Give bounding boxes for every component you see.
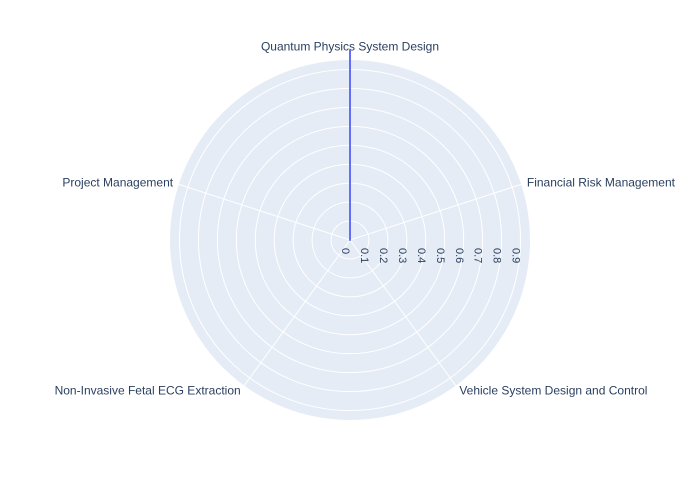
radial-tick-label: 0.2: [377, 248, 389, 263]
angular-gridline: [349, 183, 522, 241]
category-label: Project Management: [62, 176, 173, 190]
radial-tick-label: 0: [339, 248, 351, 254]
radial-tick-label: 0.5: [434, 248, 446, 263]
category-label: Financial Risk Management: [527, 176, 676, 190]
category-label: Non-Invasive Fetal ECG Extraction: [55, 384, 241, 398]
category-label: Quantum Physics System Design: [261, 39, 439, 53]
radial-tick-label: 0.7: [472, 248, 484, 263]
radial-tick-label: 0.9: [510, 248, 522, 263]
angular-gridline: [349, 239, 457, 386]
radial-tick-label: 0.1: [358, 248, 370, 263]
radial-tick-label: 0.8: [491, 248, 503, 263]
radial-tick-label: 0.6: [453, 248, 465, 263]
radial-tick-label: 0.3: [396, 248, 408, 263]
angular-gridline: [243, 239, 351, 386]
category-label: Vehicle System Design and Control: [459, 384, 647, 398]
radial-tick-label: 0.4: [415, 248, 427, 263]
angular-gridline: [178, 183, 351, 241]
radial-tick-labels: 0 0.1 0.2 0.3 0.4 0.5 0.6 0.7 0.8 0.9: [339, 248, 522, 263]
